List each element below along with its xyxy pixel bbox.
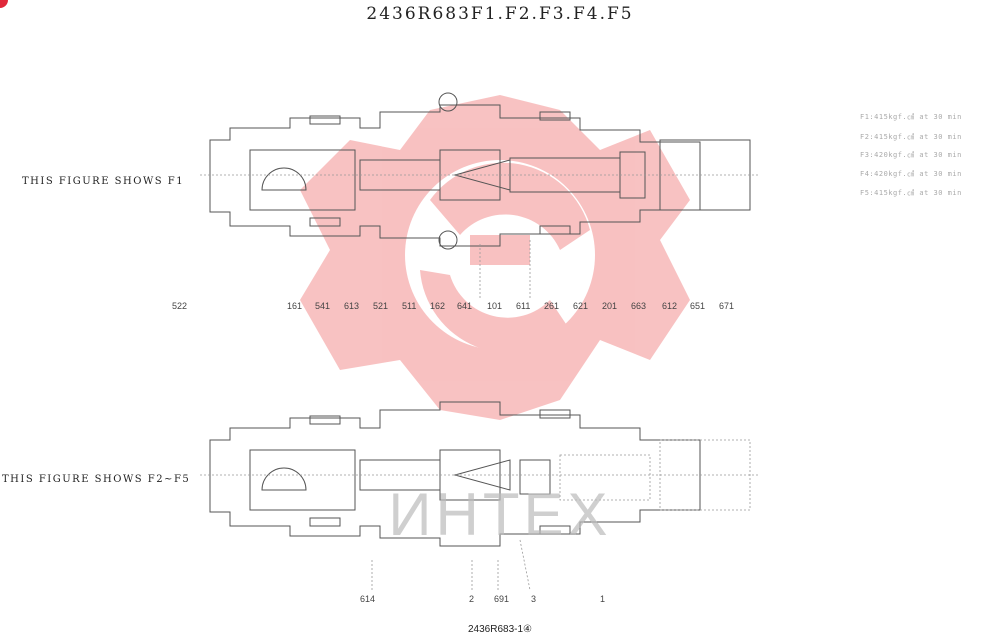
part-number: 612	[662, 301, 678, 311]
spec-line: F3:420kgf.㎠ at 30 min	[860, 151, 962, 159]
part-number: 641	[457, 301, 473, 311]
part-number: 613	[344, 301, 360, 311]
part-number: 663	[631, 301, 647, 311]
part-number: 621	[573, 301, 589, 311]
drawing-title: 2436R683F1.F2.F3.F4.F5	[366, 4, 634, 24]
watermark-gear-icon	[300, 95, 690, 420]
part-number: 522	[172, 301, 188, 311]
spec-line: F4:420kgf.㎠ at 30 min	[860, 170, 962, 178]
watermark-text: ИНТЕХ	[388, 481, 611, 548]
figure-f1-drawing	[200, 92, 760, 300]
part-number: 1	[600, 594, 606, 604]
part-number: 2	[469, 594, 475, 604]
part-number: 261	[544, 301, 560, 311]
part-number: 521	[373, 301, 389, 311]
part-number: 511	[402, 301, 417, 311]
part-number: 101	[487, 301, 503, 311]
part-number: 611	[516, 301, 531, 311]
part-number: 614	[360, 594, 376, 604]
spec-line: F5:415kgf.㎠ at 30 min	[860, 189, 962, 197]
part-number: 671	[719, 301, 735, 311]
part-number: 162	[430, 301, 446, 311]
figure-caption-f2-f5: THIS FIGURE SHOWS F2~F5	[2, 474, 191, 485]
part-number: 651	[690, 301, 706, 311]
spec-line: F1:415kgf.㎠ at 30 min	[860, 113, 962, 121]
part-number: 161	[287, 301, 303, 311]
figure-caption-f1: THIS FIGURE SHOWS F1	[22, 176, 185, 187]
part-number: 691	[494, 594, 510, 604]
drawing-number: 2436R683-1④	[467, 624, 532, 635]
part-number: 201	[602, 301, 618, 311]
spec-line: F2:415kgf.㎠ at 30 min	[860, 133, 962, 141]
corner-badge	[0, 0, 8, 8]
part-number: 541	[315, 301, 331, 311]
part-number: 3	[531, 594, 537, 604]
figure-f2-f5-drawing	[200, 401, 760, 591]
